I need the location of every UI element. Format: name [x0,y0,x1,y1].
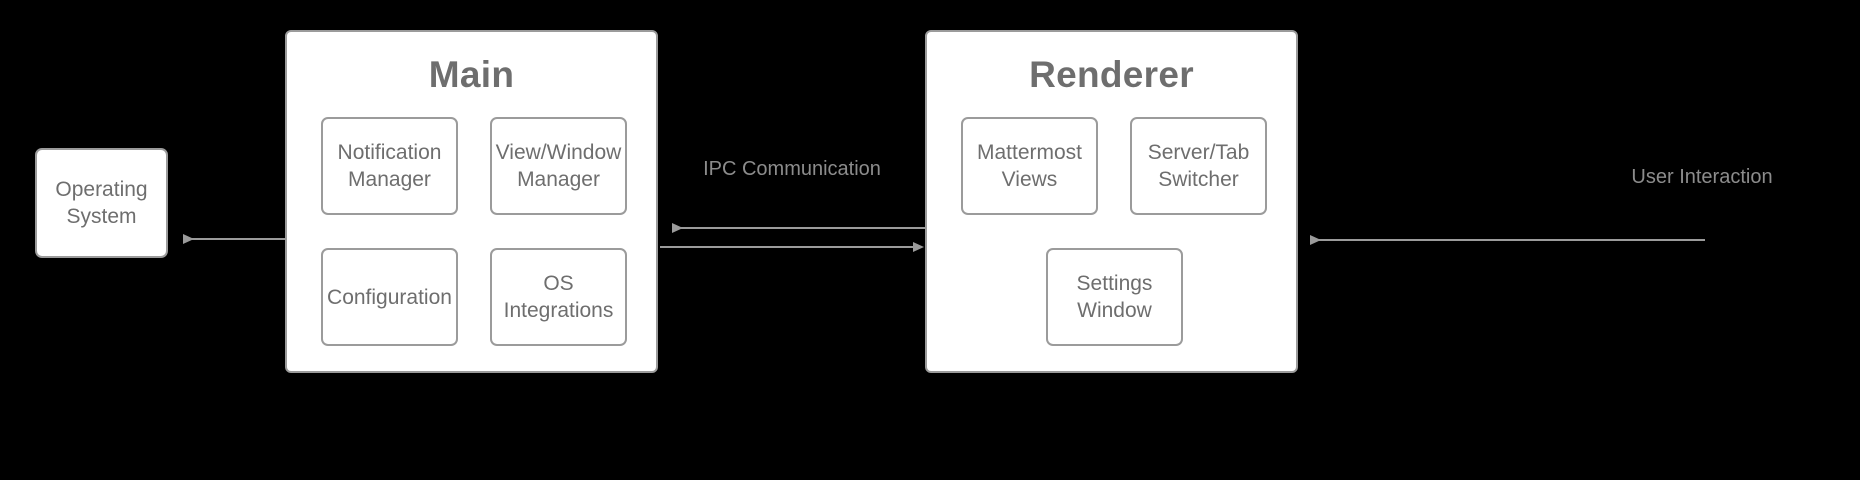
renderer-box-mattermost-views: Mattermost Views [961,117,1098,215]
main-box-os-integrations-line2: Integrations [503,299,614,322]
renderer-box-settings-window-line1: Settings [1076,272,1153,295]
renderer-box-mattermost-views-line1: Mattermost [976,141,1083,164]
main-box-notification-manager-line2: Manager [348,168,431,191]
main-box-os-integrations-line1: OS [543,272,574,295]
operating-system-label: Operating System [37,176,166,230]
main-process-panel: Main Notification Manager View/Window Ma… [285,30,658,373]
main-box-notification-manager-line1: Notification [337,141,442,164]
main-box-view-window-manager: View/Window Manager [490,117,627,215]
renderer-box-settings-window: Settings Window [1046,248,1183,346]
main-box-os-integrations: OS Integrations [490,248,627,346]
renderer-box-mattermost-views-line2: Views [1001,168,1058,191]
ipc-communication-label: IPC Communication [703,158,881,180]
operating-system-label-line2: System [66,205,137,228]
main-box-view-window-manager-line1: View/Window [495,141,622,164]
main-box-configuration-line1: Configuration [327,285,452,309]
renderer-box-settings-window-line2: Window [1077,299,1152,322]
operating-system-label-line1: Operating [55,178,148,201]
renderer-process-panel: Renderer Mattermost Views Server/Tab Swi… [925,30,1298,373]
renderer-box-server-tab-switcher-line2: Switcher [1158,168,1239,191]
main-box-configuration: Configuration [321,248,458,346]
operating-system-box: Operating System [35,148,168,258]
main-box-view-window-manager-line2: Manager [517,168,600,191]
main-panel-title: Main [428,54,515,95]
renderer-box-server-tab-switcher: Server/Tab Switcher [1130,117,1267,215]
main-box-notification-manager: Notification Manager [321,117,458,215]
user-interaction-label: User Interaction [1631,166,1773,188]
renderer-box-server-tab-switcher-line1: Server/Tab [1147,141,1250,164]
renderer-panel-title: Renderer [1029,54,1194,95]
